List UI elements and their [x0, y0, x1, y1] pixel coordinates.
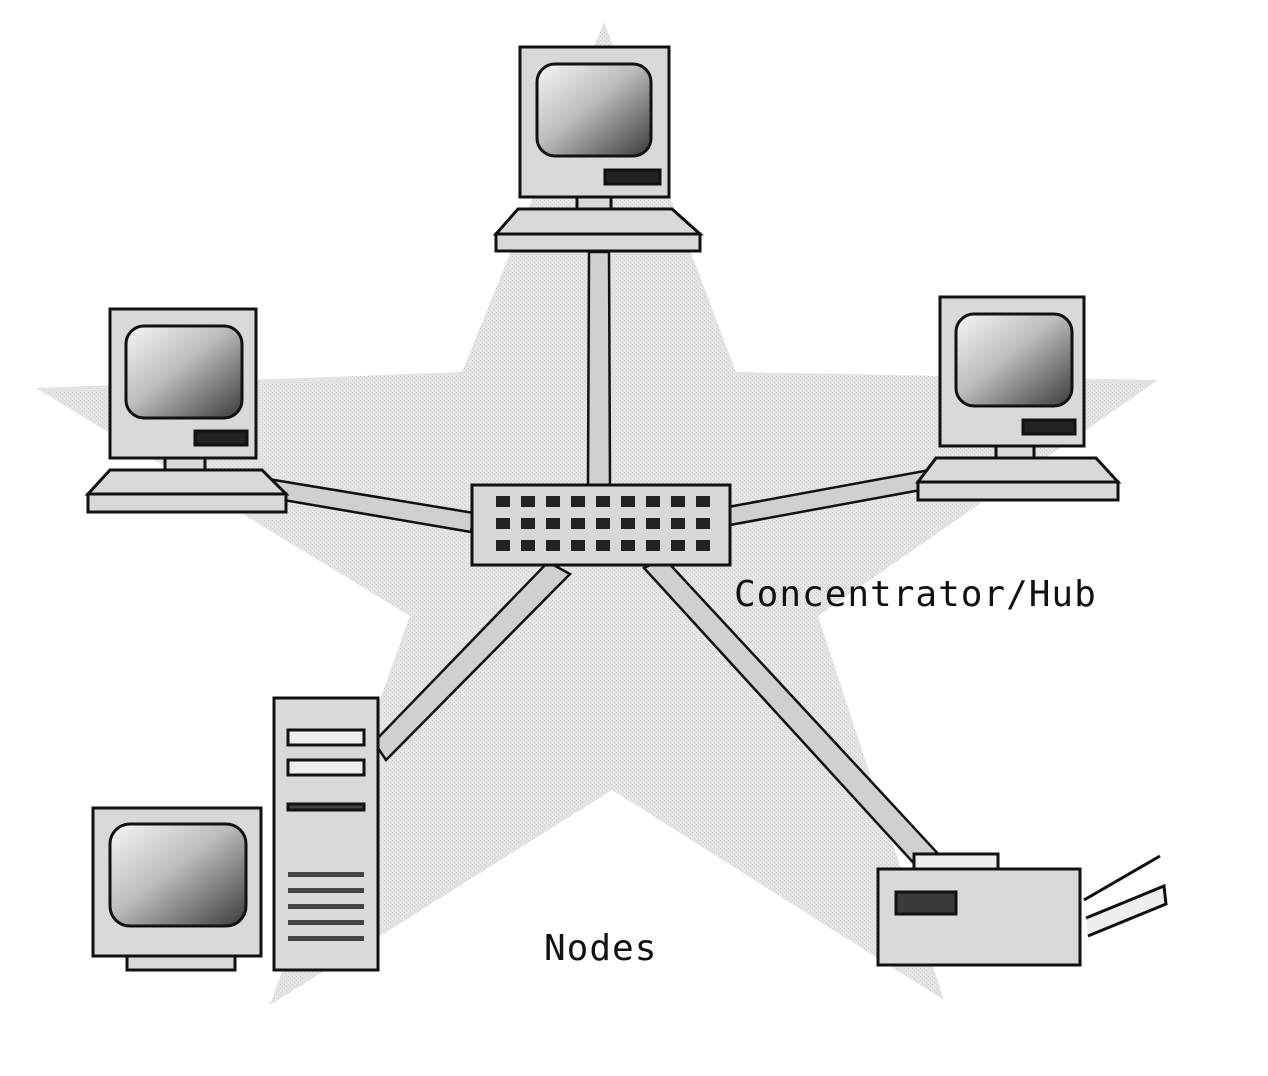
tower-server-icon	[272, 696, 380, 972]
nodes-label: Nodes	[544, 928, 658, 969]
network-hub-icon	[470, 483, 732, 567]
desktop-computer-icon-left	[84, 307, 290, 514]
desktop-computer-icon-right	[915, 295, 1122, 502]
cable-top	[586, 250, 612, 487]
hub-ports	[496, 496, 710, 551]
desktop-monitor-icon	[91, 806, 263, 972]
cable-server	[372, 560, 573, 762]
desktop-computer-icon-top	[492, 45, 704, 253]
printer-icon	[876, 852, 1168, 967]
hub-label: Concentrator/Hub	[734, 574, 1097, 615]
